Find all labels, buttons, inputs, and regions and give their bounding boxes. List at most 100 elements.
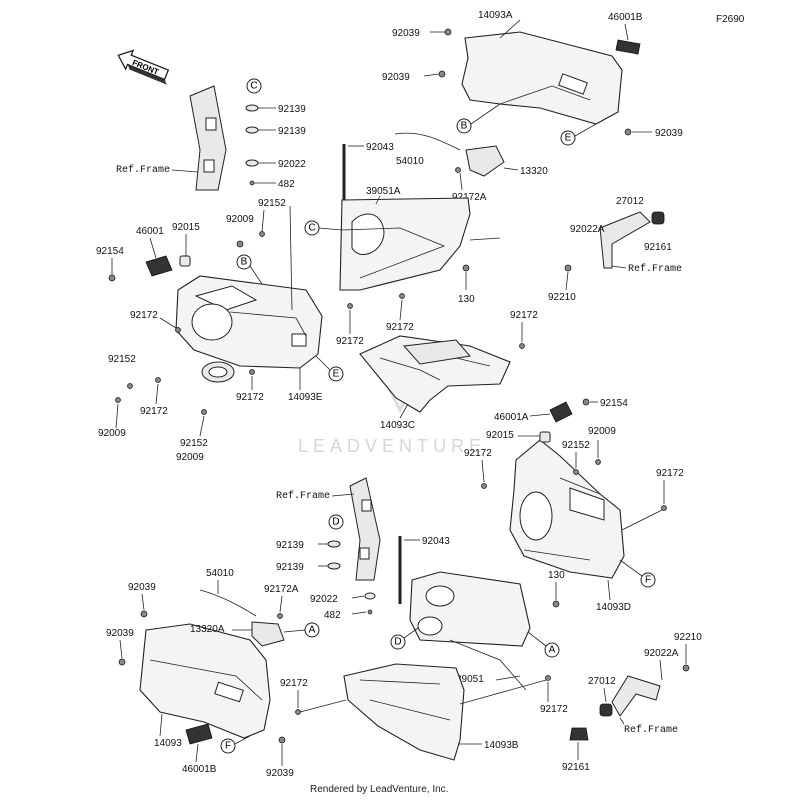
frame-bracket-center <box>349 477 381 581</box>
callout-d-lower: D <box>390 634 406 650</box>
label-92172-right-a: 92172 <box>464 448 492 459</box>
label-482-center: 482 <box>324 610 341 621</box>
label-92039-c: 92039 <box>655 128 683 139</box>
label-130-top: 130 <box>458 294 475 305</box>
label-92022a-lower: 92022A <box>644 648 679 659</box>
label-ref-frame-top-left: Ref.Frame <box>116 164 170 176</box>
latch-13320a <box>251 621 285 647</box>
label-46001b-top: 46001B <box>608 12 643 23</box>
label-39051a: 39051A <box>366 186 401 197</box>
bracket-27012-lower <box>569 664 690 741</box>
svg-text:C: C <box>308 223 315 234</box>
panel-14093e <box>175 275 323 369</box>
svg-text:B: B <box>461 121 468 132</box>
label-130-lower: 130 <box>548 570 565 581</box>
label-92154-right: 92154 <box>600 398 628 409</box>
svg-text:F: F <box>225 741 231 752</box>
label-39051: 39051 <box>456 674 484 685</box>
label-92039-lower-c: 92039 <box>266 768 294 779</box>
label-92172-lower-left: 92172 <box>280 678 308 689</box>
label-92043-top: 92043 <box>366 142 394 153</box>
panel-14093d <box>509 439 625 579</box>
label-14093: 14093 <box>154 738 182 749</box>
svg-text:A: A <box>309 625 316 636</box>
label-14093c: 14093C <box>380 420 415 431</box>
svg-text:D: D <box>394 637 401 648</box>
label-92152-right: 92152 <box>562 440 590 451</box>
frame-bracket-top-left <box>189 85 227 191</box>
bracket-39051a <box>339 197 471 291</box>
label-92009-a: 92009 <box>226 214 254 225</box>
svg-text:B: B <box>241 257 248 268</box>
svg-text:C: C <box>250 81 257 92</box>
label-482-top: 482 <box>278 179 295 190</box>
reflector-46001a <box>549 401 573 423</box>
label-14093d: 14093D <box>596 602 631 613</box>
label-92015-right: 92015 <box>486 430 514 441</box>
svg-text:A: A <box>549 645 556 656</box>
label-92022-center: 92022 <box>310 594 338 605</box>
label-92172-mid-a: 92172 <box>336 336 364 347</box>
callout-e-top: E <box>560 130 576 146</box>
bracket-39051 <box>409 571 531 691</box>
label-14093e: 14093E <box>288 392 323 403</box>
label-92172-right-top: 92172 <box>510 310 538 321</box>
panel-14093b <box>343 663 465 761</box>
label-92022a-top: 92022A <box>570 224 605 235</box>
label-92152-c: 92152 <box>180 438 208 449</box>
bracket-27012-top <box>564 211 665 272</box>
svg-text:F: F <box>645 575 651 586</box>
callout-d-center: D <box>328 514 344 530</box>
label-92009-right: 92009 <box>588 426 616 437</box>
label-92039-lower-a: 92039 <box>128 582 156 593</box>
label-92022-top: 92022 <box>278 159 306 170</box>
label-54010-top: 54010 <box>396 156 424 167</box>
label-92015-left: 92015 <box>172 222 200 233</box>
label-14093a: 14093A <box>478 10 513 21</box>
label-92152-a: 92152 <box>258 198 286 209</box>
label-92039-a: 92039 <box>392 28 420 39</box>
label-92172-mid-b: 92172 <box>386 322 414 333</box>
label-46001b-lower: 46001B <box>182 764 217 775</box>
callout-b-left: B <box>236 254 252 270</box>
label-92210-top: 92210 <box>548 292 576 303</box>
label-92043-lower: 92043 <box>422 536 450 547</box>
reflector-46001b-top <box>615 39 641 55</box>
label-92172-lower-right: 92172 <box>540 704 568 715</box>
label-ref-frame-right-top: Ref.Frame <box>628 263 682 275</box>
callout-c-top: C <box>246 78 262 94</box>
label-13320a: 13320A <box>190 624 225 635</box>
callout-c-mid: C <box>304 220 320 236</box>
label-92172-right-b: 92172 <box>656 468 684 479</box>
label-92210-lower: 92210 <box>674 632 702 643</box>
callout-a-lower: A <box>304 622 320 638</box>
svg-text:E: E <box>565 133 572 144</box>
label-92009-b: 92009 <box>98 428 126 439</box>
damper-92161-lower <box>569 727 589 741</box>
label-54010-lower: 54010 <box>206 568 234 579</box>
label-46001a: 46001A <box>494 412 529 423</box>
label-46001: 46001 <box>136 226 164 237</box>
callout-a-right: A <box>544 642 560 658</box>
label-92172-left-a: 92172 <box>130 310 158 321</box>
callout-f-lower: F <box>220 738 236 754</box>
label-92172a-lower: 92172A <box>264 584 299 595</box>
watermark-text: LEADVENTURE <box>298 436 486 456</box>
label-92009-c: 92009 <box>176 452 204 463</box>
front-arrow-icon: FRONT <box>117 49 170 85</box>
label-27012-lower: 27012 <box>588 676 616 687</box>
label-92139-top-b: 92139 <box>278 126 306 137</box>
figure-code: F2690 <box>716 14 745 25</box>
label-ref-frame-center: Ref.Frame <box>276 490 330 502</box>
label-ref-frame-lower-right: Ref.Frame <box>624 724 678 736</box>
label-92139-top-a: 92139 <box>278 104 306 115</box>
label-92152-b: 92152 <box>108 354 136 365</box>
label-92161-top: 92161 <box>644 242 672 253</box>
latch-13320 <box>465 145 505 177</box>
panel-14093 <box>139 623 271 739</box>
label-92154-left: 92154 <box>96 246 124 257</box>
label-92039-lower-b: 92039 <box>106 628 134 639</box>
panel-14093c <box>359 335 511 413</box>
